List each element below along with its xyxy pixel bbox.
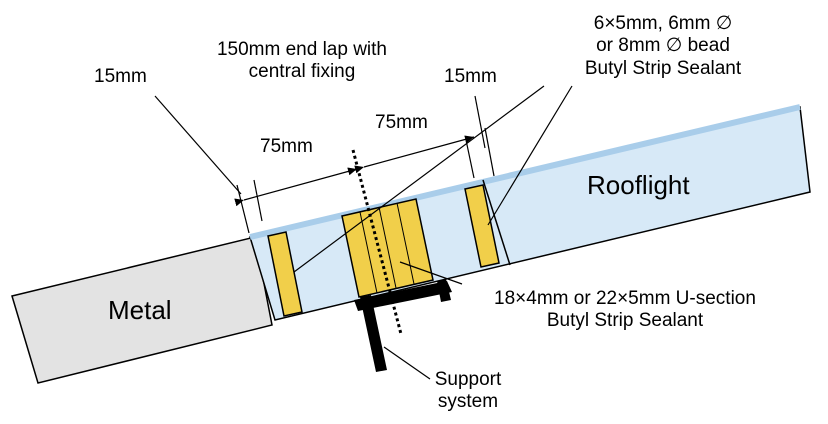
bead-sealant-left xyxy=(267,231,303,317)
u-section-sealant xyxy=(341,198,434,298)
leader-lines xyxy=(154,85,573,380)
metal-label: Metal xyxy=(108,295,172,325)
support-system-label: Support system xyxy=(418,369,518,414)
central-fixing-line xyxy=(351,149,403,335)
dimension-lines xyxy=(234,127,495,234)
u-section-label: 18×4mm or 22×5mm U-section Butyl Strip S… xyxy=(460,288,790,333)
support-system-line-2: system xyxy=(437,391,499,413)
end-lap-line-2: central fixing xyxy=(248,61,356,83)
u-section-line-1: 18×4mm or 22×5mm U-section xyxy=(494,288,756,309)
metal-sheet xyxy=(11,236,273,384)
rooflight-end-line xyxy=(482,179,511,266)
end-lap-label: 150mm end lap with central fixing xyxy=(182,39,422,84)
bead-sealant-right xyxy=(464,184,500,268)
left-half-dimension: 75mm xyxy=(260,136,313,157)
u-section-line-2: Butyl Strip Sealant xyxy=(546,310,704,332)
bead-sealant-line-1: 6×5mm, 6mm ∅ xyxy=(593,13,733,34)
right-half-dimension: 75mm xyxy=(375,112,428,133)
right-gap-label: 15mm xyxy=(444,66,497,87)
end-lap-line-1: 150mm end lap with xyxy=(216,39,388,60)
bead-sealant-line-3: Butyl Strip Sealant xyxy=(584,57,742,79)
bead-sealant-label: 6×5mm, 6mm ∅ or 8mm ∅ bead Butyl Strip S… xyxy=(548,13,778,80)
bead-sealant-line-2: or 8mm ∅ bead xyxy=(596,35,730,57)
left-gap-label: 15mm xyxy=(94,66,147,87)
support-system xyxy=(354,279,452,372)
support-system-line-1: Support xyxy=(434,369,502,390)
rooflight-label: Rooflight xyxy=(587,170,690,200)
